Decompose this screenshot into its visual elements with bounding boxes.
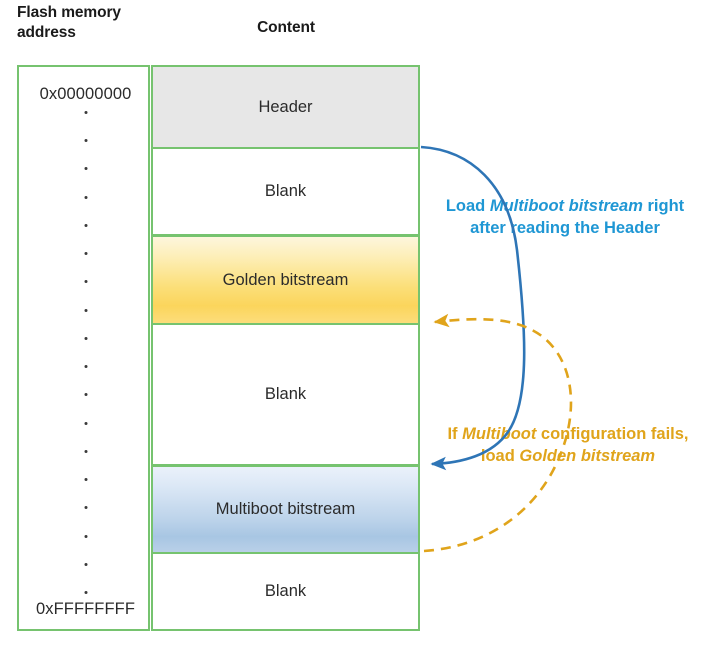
address-ellipsis-dot [84, 167, 87, 170]
address-ellipsis-dot [84, 280, 87, 283]
annotation-segment: If [447, 425, 463, 443]
annotation-segment: Multiboot bitstream [489, 197, 643, 215]
memory-block-label: Golden bitstream [222, 270, 349, 289]
memory-block-multiboot-4: Multiboot bitstream [151, 465, 420, 554]
address-ellipsis-dot [84, 196, 87, 199]
address-ellipsis-dot [84, 535, 87, 538]
memory-block-label: Blank [264, 182, 307, 200]
memory-block-label: Blank [264, 385, 307, 403]
memory-block-label: Multiboot bitstream [215, 500, 356, 518]
address-ellipsis-dot [84, 365, 87, 368]
address-ellipsis-dot [84, 111, 87, 114]
memory-block-label: Header [258, 97, 313, 116]
address-end-label: 0xFFFFFFFF [35, 600, 136, 618]
memory-block-blank-1: Blank [151, 147, 420, 236]
address-ellipsis-dot [84, 450, 87, 453]
address-ellipsis-dot [84, 309, 87, 312]
address-ellipsis-dot [84, 393, 87, 396]
address-ellipsis-dot [84, 337, 87, 340]
address-ellipsis-dot [84, 139, 87, 142]
annotation-segment: Multiboot [462, 425, 537, 443]
memory-block-blank-5: Blank [151, 552, 420, 631]
address-ellipsis-dot [84, 224, 87, 227]
address-ellipsis-dot [84, 478, 87, 481]
flash-memory-address-heading: Flash memory address [17, 4, 121, 41]
address-ellipsis-dot [84, 506, 87, 509]
address-ellipsis-dots [19, 111, 152, 596]
content-heading: Content [257, 19, 315, 36]
load-multiboot-arrow [420, 145, 526, 471]
address-ellipsis-dot [84, 422, 87, 425]
memory-block-blank-3: Blank [151, 323, 420, 466]
memory-block-header-0: Header [151, 65, 420, 149]
address-ellipsis-dot [84, 563, 87, 566]
memory-block-golden-2: Golden bitstream [151, 235, 420, 325]
memory-block-label: Blank [264, 582, 307, 600]
fallback-golden-annotation: If Multiboot configuration fails, load G… [432, 424, 704, 468]
address-ellipsis-dot [84, 591, 87, 594]
load-multiboot-annotation: Load Multiboot bitstream right after rea… [432, 196, 698, 240]
annotation-segment: Load [445, 197, 490, 215]
annotation-segment: Golden bitstream [519, 446, 656, 465]
address-ellipsis-dot [84, 252, 87, 255]
address-column: 0x00000000 0xFFFFFFFF [17, 65, 150, 631]
address-start-label: 0x00000000 [39, 85, 132, 103]
